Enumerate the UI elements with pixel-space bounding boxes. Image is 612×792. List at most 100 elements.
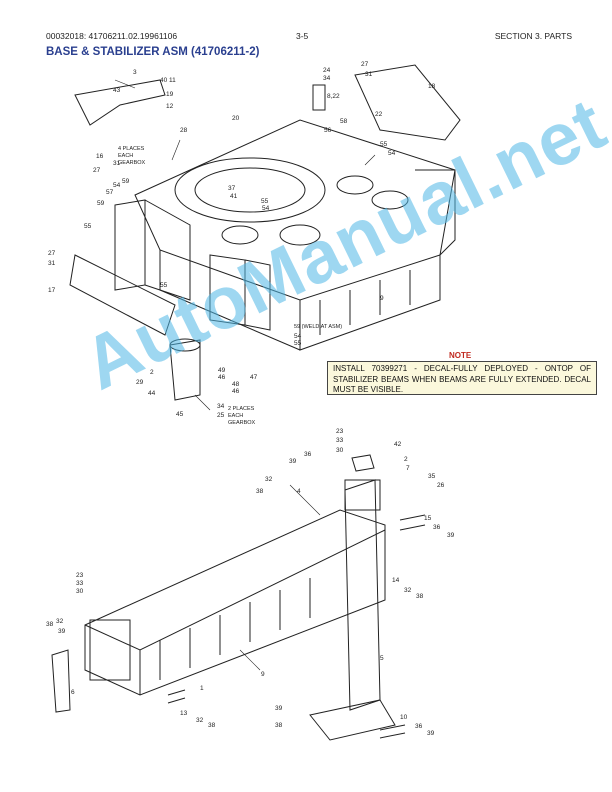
plate-part-6 — [51, 649, 71, 713]
end-box — [89, 619, 131, 681]
item-number: 41 — [230, 193, 238, 200]
left-stabilizer-box — [114, 199, 146, 291]
item-number: 39 — [427, 730, 435, 737]
note-heading: NOTE — [449, 351, 472, 360]
item-number: 26 — [437, 482, 445, 489]
item-number: 43 — [113, 87, 121, 94]
item-number: 7 — [406, 465, 410, 472]
item-number: 38 — [256, 488, 264, 495]
item-number: 29 — [136, 379, 144, 386]
item-number: 49 — [218, 367, 226, 374]
foot-pad — [309, 699, 396, 741]
item-number: 13 — [180, 710, 188, 717]
item-number: 15 — [424, 515, 432, 522]
item-number: 10 — [400, 714, 408, 721]
item-number: 14 — [392, 577, 400, 584]
item-number: 46 — [218, 374, 226, 381]
item-number: 33 — [76, 580, 84, 587]
item-number: 36 — [433, 524, 441, 531]
item-number: 8,22 — [327, 93, 340, 100]
item-number: 55 — [261, 198, 269, 205]
item-number: 19 — [166, 91, 174, 98]
item-number: 3 — [133, 69, 137, 76]
item-number: 6 — [71, 689, 75, 696]
item-number: 1 — [200, 685, 204, 692]
item-number: 35 — [428, 473, 436, 480]
item-number: 40 11 — [160, 77, 176, 84]
item-number: 37 — [228, 185, 236, 192]
item-number: 39 — [275, 705, 283, 712]
item-number: 55 — [84, 223, 92, 230]
item-number: 25 — [217, 412, 225, 419]
page-number: 3-5 — [296, 31, 309, 41]
item-number: 38 — [416, 593, 424, 600]
item-number: 32 — [56, 618, 64, 625]
item-number: 48 — [232, 381, 240, 388]
item-number: 22 — [375, 111, 383, 118]
item-number: 38 — [46, 621, 54, 628]
page-title: BASE & STABILIZER ASM (41706211-2) — [46, 46, 260, 58]
item-number: 32 — [404, 587, 412, 594]
item-number: 55 — [160, 282, 168, 289]
item-number: 20 — [232, 115, 240, 122]
item-number: 59 (WELD AT ASM) — [294, 324, 342, 330]
item-number: 27 — [93, 167, 101, 174]
item-number: 30 — [76, 588, 84, 595]
item-number: 31 — [365, 71, 373, 78]
item-number: 39 — [58, 628, 66, 635]
section-label: SECTION 3. PARTS — [494, 31, 572, 41]
item-number: 39 — [289, 458, 297, 465]
item-number: 42 — [394, 441, 402, 448]
item-number: 16 — [96, 153, 104, 160]
item-number: 38 — [208, 722, 216, 729]
item-number: 59 — [122, 178, 130, 185]
item-number: 24 — [323, 67, 331, 74]
plate-part-17 — [69, 254, 176, 336]
note-text: INSTALL 70399271 - DECAL-FULLY DEPLOYED … — [333, 364, 591, 394]
item-number: 55 — [380, 141, 388, 148]
note-box: INSTALL 70399271 - DECAL-FULLY DEPLOYED … — [327, 361, 597, 395]
item-number: 9 — [380, 295, 384, 302]
item-number: 36 — [415, 723, 423, 730]
item-number: 2 — [150, 369, 154, 376]
item-number: 55 — [294, 340, 302, 347]
plate-part-18 — [354, 64, 461, 141]
turntable-ring — [174, 157, 326, 223]
item-number: 36 — [304, 451, 312, 458]
item-number: 46 — [232, 388, 240, 395]
item-number: 32 — [265, 476, 273, 483]
item-number: 38 — [275, 722, 283, 729]
item-number: 32 — [196, 717, 204, 724]
item-number: 2 — [404, 456, 408, 463]
item-number: 31 — [48, 260, 56, 267]
item-number: 31 — [113, 160, 121, 167]
item-number: 12 — [166, 103, 174, 110]
item-number: 18 — [428, 83, 436, 90]
item-number: 30 — [336, 447, 344, 454]
item-number: 34 — [323, 75, 331, 82]
item-number: 54 — [294, 333, 302, 340]
item-number: 44 — [148, 390, 156, 397]
item-number: 34 — [217, 403, 225, 410]
item-number: 27 — [48, 250, 56, 257]
item-number: 33 — [336, 437, 344, 444]
item-number: 39 — [447, 532, 455, 539]
item-number: 54 — [113, 182, 121, 189]
item-number: 4 — [297, 488, 301, 495]
item-number: 45 — [176, 411, 184, 418]
item-number: 54 — [262, 205, 270, 212]
item-number: 59 — [97, 200, 105, 207]
item-number: 56 — [324, 127, 332, 134]
item-number: 17 — [48, 287, 56, 294]
stabilizer-beam-outline — [84, 509, 386, 696]
item-number: 57 — [106, 189, 114, 196]
cylinder-part-8 — [312, 84, 326, 111]
item-number: 23 — [76, 572, 84, 579]
item-number: 47 — [250, 374, 258, 381]
item-number: 54 — [388, 150, 396, 157]
item-number: 27 — [361, 61, 369, 68]
document-id: 00032018: 41706211.02.19961106 — [46, 31, 178, 41]
